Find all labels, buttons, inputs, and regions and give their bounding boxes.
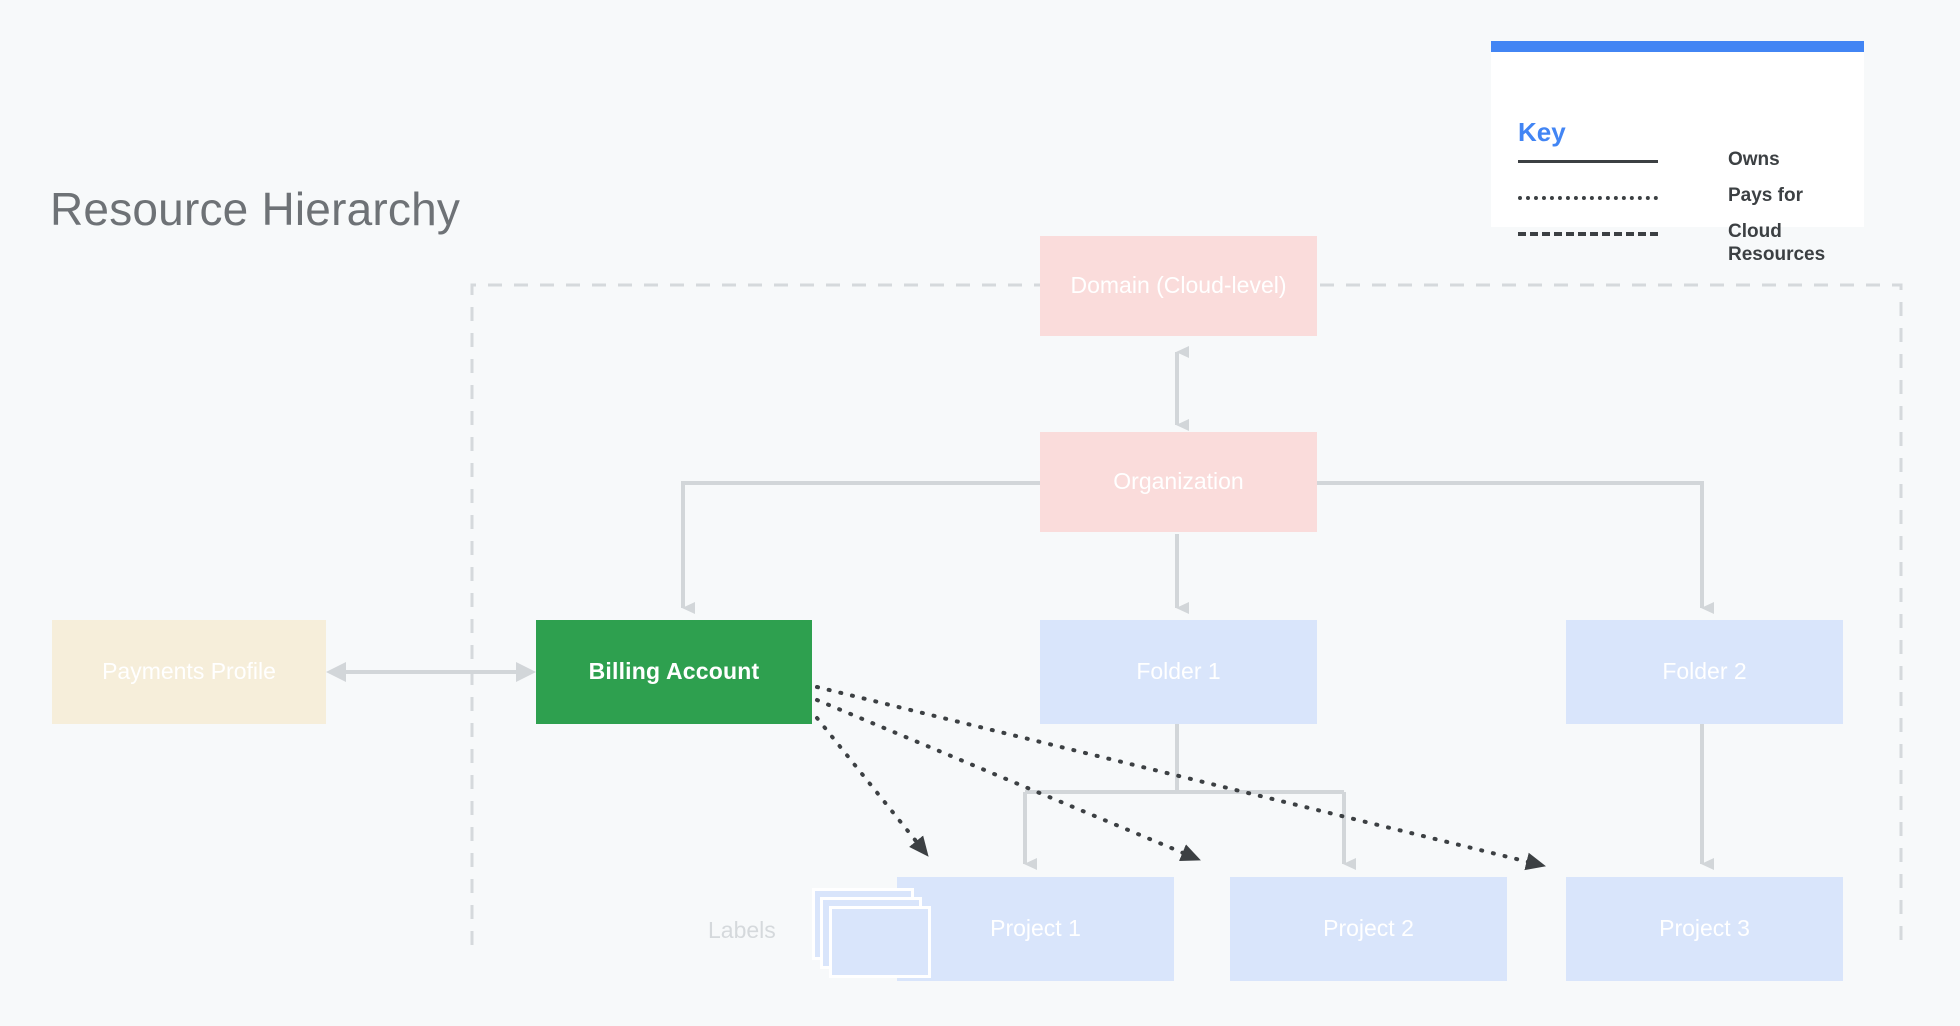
key-panel: Key Owns Pays for Cloud Resources — [1491, 41, 1864, 265]
dotted-line-sample — [1518, 196, 1658, 200]
key-accent-bar — [1491, 41, 1864, 52]
key-row-cloud-resources: Cloud Resources — [1518, 220, 1848, 266]
connector-folder1-bus — [1025, 723, 1344, 794]
node-project-2-label: Project 2 — [1323, 915, 1414, 942]
connector-organization-billing — [681, 481, 1040, 614]
dashed-line-sample — [1518, 232, 1658, 236]
node-project-1[interactable]: Project 1 — [897, 877, 1174, 981]
node-project-3-label: Project 3 — [1659, 915, 1750, 942]
node-folder-1-label: Folder 1 — [1136, 658, 1221, 685]
node-project-2[interactable]: Project 2 — [1230, 877, 1507, 981]
node-project-3[interactable]: Project 3 — [1566, 877, 1843, 981]
key-row-pays-for: Pays for — [1518, 184, 1848, 220]
solid-line-sample — [1518, 160, 1658, 163]
node-folder-2[interactable]: Folder 2 — [1566, 620, 1843, 724]
key-label-owns: Owns — [1728, 149, 1780, 170]
paysfor-billing-project2 — [815, 698, 1202, 862]
connector-organization-folder2 — [1317, 481, 1714, 614]
labels-caption: Labels — [708, 917, 776, 943]
page-title: Resource Hierarchy — [50, 183, 461, 235]
connector-payments-billing — [326, 662, 536, 682]
node-domain-label: Domain (Cloud-level) — [1070, 272, 1287, 299]
key-label-cloud-resources: Cloud Resources — [1728, 221, 1826, 266]
key-row-owns: Owns — [1518, 148, 1848, 184]
key-heading: Key — [1518, 117, 1566, 147]
node-domain[interactable]: Domain (Cloud-level) — [1040, 236, 1317, 336]
node-payments-profile-label: Payments Profile — [102, 658, 276, 685]
node-project-1-label: Project 1 — [990, 915, 1081, 942]
key-label-pays-for: Pays for — [1728, 185, 1803, 206]
label-card-front — [829, 906, 931, 978]
key-rows: Owns Pays for Cloud Resources — [1518, 148, 1848, 266]
labels-icon[interactable] — [812, 888, 932, 978]
node-billing-account[interactable]: Billing Account — [536, 620, 812, 724]
node-payments-profile[interactable]: Payments Profile — [52, 620, 326, 724]
cloud-resources-boundary — [470, 283, 1903, 945]
node-organization-label: Organization — [1113, 468, 1244, 495]
node-folder-2-label: Folder 2 — [1662, 658, 1747, 685]
paysfor-billing-project1 — [815, 716, 930, 858]
node-billing-account-label: Billing Account — [588, 658, 760, 685]
node-organization[interactable]: Organization — [1040, 432, 1317, 532]
node-folder-1[interactable]: Folder 1 — [1040, 620, 1317, 724]
